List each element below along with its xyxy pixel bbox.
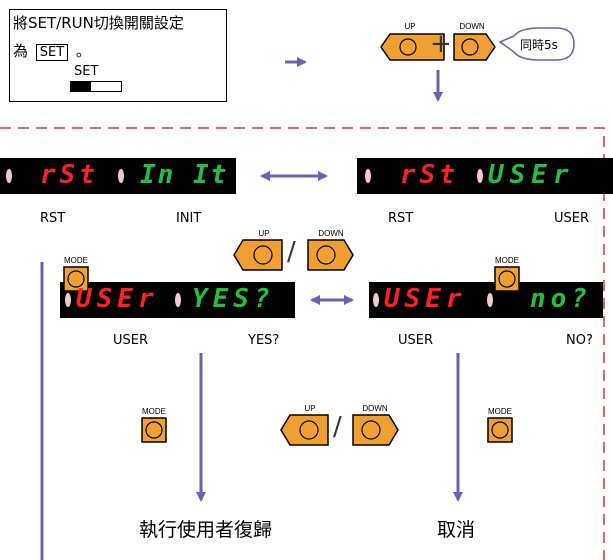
instruction-suffix: 。 [76, 42, 92, 60]
set-box: SET [35, 44, 69, 61]
seg-rst-user-right: USEr [488, 160, 575, 190]
seg-user-no-left: USEr [384, 284, 467, 314]
label-user-2: USER [113, 333, 149, 348]
up-button-bottom[interactable] [280, 414, 329, 446]
seg-user-yes-left: USEr [76, 284, 159, 314]
seg-rst-init-left: rSt [40, 160, 99, 190]
mode-label-bottom-right: MODE [488, 407, 512, 416]
seg-rst-user-left: rSt [400, 160, 459, 190]
result-cancel: 取消 [437, 519, 476, 541]
label-user-1: USER [554, 211, 590, 226]
result-execute: 執行使用者復歸 [139, 519, 273, 541]
label-user-3: USER [398, 333, 434, 348]
seg-user-yes-right: YES? [192, 284, 275, 314]
callout-text: 同時5s [520, 38, 558, 52]
label-rst-1: RST [40, 211, 66, 226]
display-rst-user [357, 158, 613, 194]
display-user-no [369, 282, 603, 318]
mode-button-bottom-left[interactable] [141, 417, 167, 443]
up-label-bottom: UP [304, 404, 316, 413]
instruction-line2: 為 SET 。 [13, 40, 91, 61]
down-button-mid[interactable] [307, 239, 354, 271]
seg-rst-init-right: In It [140, 160, 229, 190]
label-no: NO? [566, 333, 593, 348]
down-label-top: DOWN [459, 22, 485, 31]
label-rst-2: RST [388, 211, 414, 226]
plus-sign: + [430, 29, 452, 59]
set-run-switch [70, 81, 122, 92]
switch-label: SET [74, 64, 99, 79]
mode-button-left[interactable] [63, 266, 89, 292]
slash-mid: / [287, 237, 296, 267]
seg-user-no-right: no? [530, 284, 592, 314]
instruction-box: 將SET/RUN切換開關設定 為 SET 。 SET [9, 9, 227, 102]
mode-label-bottom-left: MODE [142, 407, 166, 416]
up-button-mid[interactable] [233, 239, 283, 271]
down-label-mid: DOWN [318, 229, 344, 238]
mode-button-bottom-right[interactable] [487, 417, 513, 443]
switch-knob [71, 82, 91, 91]
label-yes: YES? [248, 333, 280, 348]
down-button-bottom[interactable] [352, 414, 399, 446]
up-label-top: UP [404, 22, 416, 31]
callout-bubble [498, 27, 575, 61]
up-label-mid: UP [258, 229, 270, 238]
down-label-bottom: DOWN [362, 404, 388, 413]
label-init: INIT [176, 211, 202, 226]
slash-bottom: / [333, 412, 342, 442]
down-button-top[interactable] [453, 33, 496, 61]
instruction-prefix: 為 [13, 42, 29, 60]
display-dots [6, 169, 493, 307]
mode-button-right[interactable] [494, 266, 520, 292]
up-button-top[interactable] [380, 33, 445, 61]
mode-label-left: MODE [64, 256, 88, 265]
instruction-line1: 將SET/RUN切換開關設定 [13, 14, 184, 32]
dashed-region-border [0, 127, 605, 560]
mode-label-right: MODE [495, 256, 519, 265]
